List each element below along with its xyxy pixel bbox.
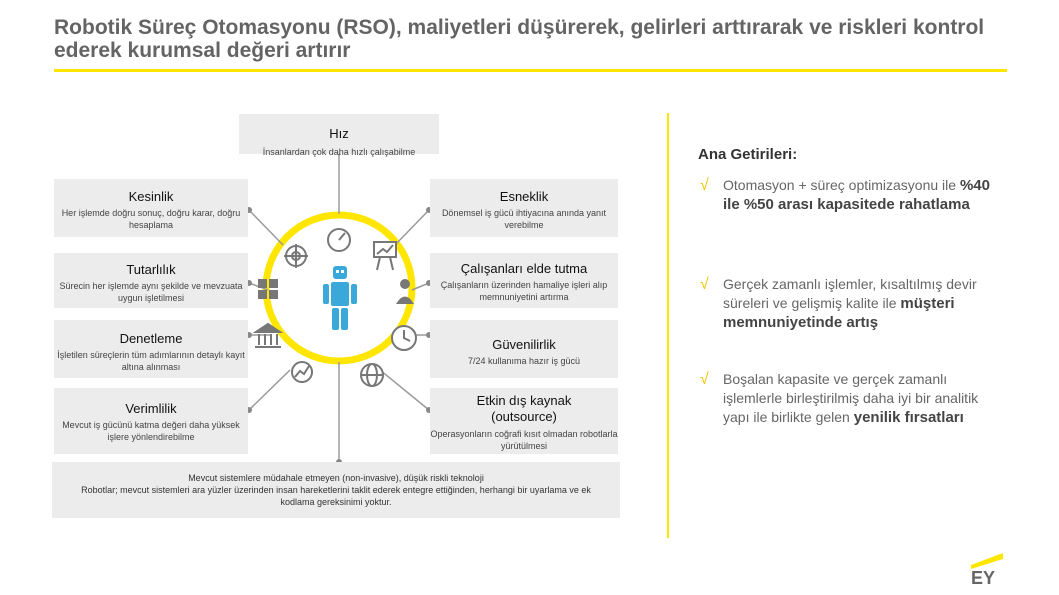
- presentation-icon: [374, 242, 396, 270]
- check-icon: √: [700, 176, 709, 195]
- node-left-4: Verimlilik Mevcut iş gücünü katma değeri…: [54, 388, 248, 454]
- chart-icon: [292, 362, 312, 382]
- speedometer-icon: [328, 229, 350, 251]
- node-left-3-title: Denetleme: [54, 331, 248, 346]
- globe-icon: [361, 364, 383, 386]
- footer-line-2: Robotlar; mevcut sistemleri ara yüzler ü…: [52, 484, 620, 508]
- robot-icon: [323, 266, 357, 330]
- node-right-4-subtitle: Operasyonların coğrafi kısıt olmadan rob…: [430, 428, 618, 452]
- node-right-4: Etkin dış kaynak (outsource) Operasyonla…: [430, 388, 618, 454]
- check-icon: √: [700, 275, 709, 294]
- benefit-1-text: Otomasyon + süreç optimizasyonu ile: [723, 177, 960, 193]
- node-left-4-subtitle: Mevcut iş gücünü katma değeri daha yükse…: [54, 419, 248, 443]
- connector-lines: [249, 152, 429, 462]
- node-left-1-title: Kesinlik: [54, 189, 248, 204]
- node-right-3: Güvenilirlik 7/24 kullanıma hazır iş güc…: [430, 320, 618, 378]
- node-right-1-title: Esneklik: [430, 189, 618, 204]
- node-right-3-title: Güvenilirlik: [430, 337, 618, 352]
- node-left-2-subtitle: Sürecin her işlemde aynı şekilde ve mevz…: [54, 280, 248, 304]
- node-left-1-subtitle: Her işlemde doğru sonuç, doğru karar, do…: [54, 207, 248, 231]
- node-speed-title: Hız: [239, 126, 439, 141]
- node-left-3-subtitle: İşletilen süreçlerin tüm adımlarının det…: [54, 349, 248, 373]
- node-speed-subtitle: İnsanlardan çok daha hızlı çalışabilme: [225, 146, 453, 158]
- footer-line-1: Mevcut sistemlere müdahale etmeyen (non-…: [52, 472, 620, 484]
- node-left-4-title: Verimlilik: [54, 401, 248, 416]
- node-right-2-title: Çalışanları elde tutma: [430, 261, 618, 276]
- footer-note: Mevcut sistemlere müdahale etmeyen (non-…: [52, 462, 620, 518]
- node-right-3-subtitle: 7/24 kullanıma hazır iş gücü: [430, 355, 618, 367]
- check-icon: √: [700, 370, 709, 389]
- target-icon: [284, 244, 308, 268]
- node-right-2: Çalışanları elde tutma Çalışanların üzer…: [430, 253, 618, 308]
- node-right-1: Esneklik Dönemsel iş gücü ihtiyacına anı…: [430, 179, 618, 237]
- node-right-2-subtitle: Çalışanların üzerinden hamaliye işleri a…: [430, 279, 618, 303]
- ey-logo-text: EY: [971, 568, 995, 586]
- node-left-2: Tutarlılık Sürecin her işlemde aynı şeki…: [54, 253, 248, 308]
- node-right-1-subtitle: Dönemsel iş gücü ihtiyacına anında yanıt…: [430, 207, 618, 231]
- benefits-title: Ana Getirileri:: [698, 146, 797, 163]
- benefit-3-highlight: yenilik fırsatları: [854, 409, 964, 426]
- node-right-4-title: Etkin dış kaynak (outsource): [464, 393, 584, 425]
- node-left-1: Kesinlik Her işlemde doğru sonuç, doğru …: [54, 179, 248, 237]
- clock-icon: [392, 326, 416, 350]
- node-left-2-title: Tutarlılık: [54, 262, 248, 277]
- node-left-3: Denetleme İşletilen süreçlerin tüm adıml…: [54, 320, 248, 378]
- ey-logo: EY: [967, 551, 1007, 586]
